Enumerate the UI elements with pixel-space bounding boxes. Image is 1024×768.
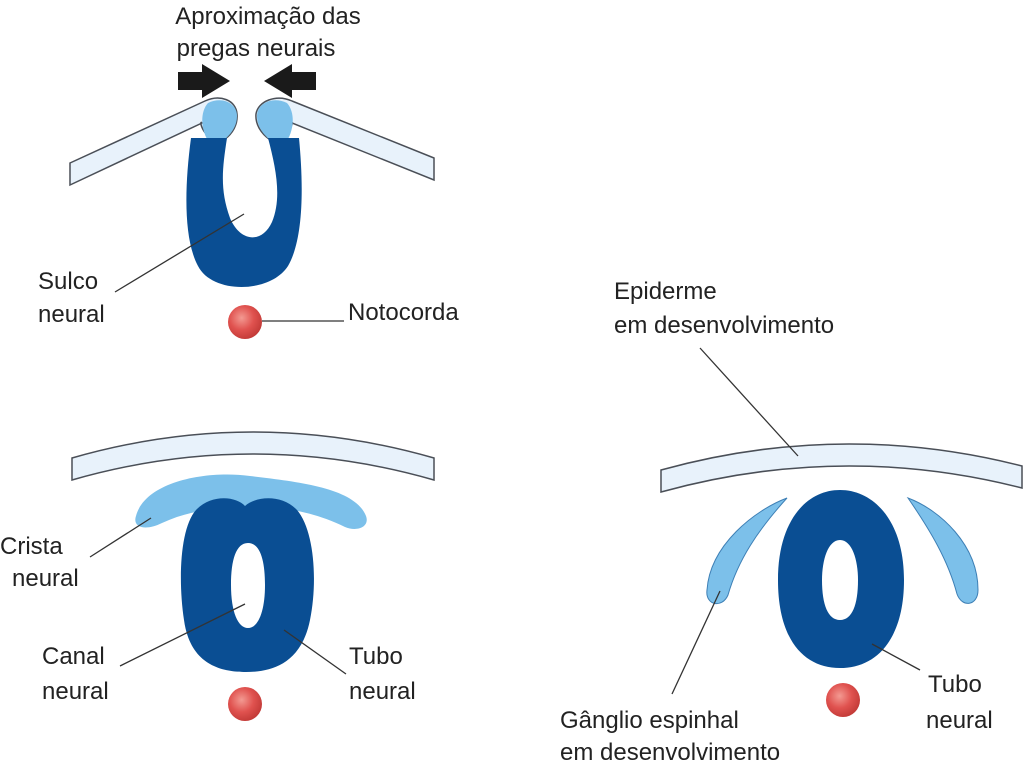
label-tubo-right-line1: Tubo (928, 671, 982, 698)
arrow-left-icon (264, 64, 316, 98)
panel-neural-groove-stage: Aproximação das pregas neurais Sulco neu… (38, 3, 459, 339)
epidermis-strip-middle (71, 431, 435, 481)
label-ganglio-line2: em desenvolvimento (560, 739, 780, 766)
panel-ganglion-stage: Epiderme em desenvolvimento Gânglio espi… (560, 278, 1023, 766)
label-crista-line2: neural (12, 565, 79, 592)
leader-canal-neural (119, 603, 246, 667)
label-tubo-middle-line1: Tubo (349, 643, 403, 670)
leader-tubo-neural-middle (283, 629, 347, 675)
label-sulco-line2: neural (38, 301, 105, 328)
neural-tube-right (778, 490, 904, 668)
leader-sulco-neural (114, 213, 245, 293)
developing-epidermis-strip (660, 443, 1023, 493)
notochord-middle (228, 687, 262, 721)
arrow-right-icon (178, 64, 230, 98)
leader-crista-neural (89, 517, 152, 558)
leader-tubo-neural-right (871, 643, 921, 671)
label-epiderme-line1: Epiderme (614, 278, 717, 305)
neural-fold-tip-right (257, 100, 293, 139)
label-canal-line2: neural (42, 678, 109, 705)
notochord-right (826, 683, 860, 717)
neural-tube-middle (180, 498, 314, 672)
folding-epidermis-left (69, 97, 238, 187)
leader-ganglio (671, 590, 721, 695)
neural-crest-band (135, 474, 367, 529)
label-ganglio-line1: Gânglio espinhal (560, 707, 739, 734)
label-epiderme-line2: em desenvolvimento (614, 312, 834, 339)
label-crista-line1: Crista (0, 533, 63, 560)
ganglion-right (906, 496, 979, 604)
label-approx-line1: Aproximação das (175, 3, 360, 30)
label-canal-line1: Canal (42, 643, 105, 670)
leader-epiderme (699, 347, 799, 457)
label-approx-line2: pregas neurais (177, 35, 336, 62)
notochord-top (228, 305, 262, 339)
neural-fold-tip-left (202, 100, 237, 139)
label-tubo-right-line2: neural (926, 707, 993, 734)
panel-neural-crest-stage: Crista neural Canal neural Tubo neural (0, 431, 435, 721)
label-sulco-line1: Sulco (38, 268, 98, 295)
label-tubo-middle-line2: neural (349, 678, 416, 705)
neural-groove-tissue (186, 138, 302, 287)
ganglion-left (706, 497, 788, 605)
label-notocorda: Notocorda (348, 299, 459, 326)
